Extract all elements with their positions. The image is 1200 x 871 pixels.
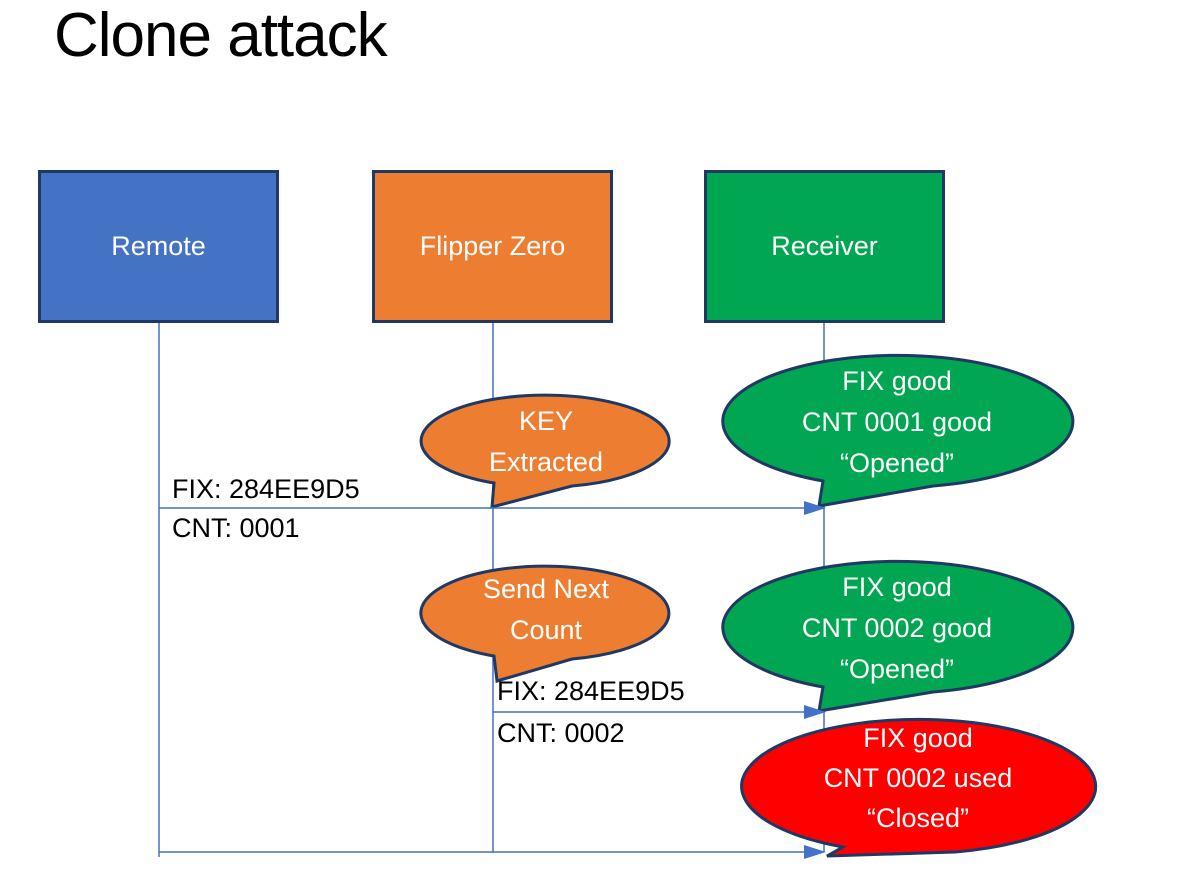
callout-cnt-0002-used-shape: [740, 717, 1098, 858]
callout-cnt-0002-used-text: FIX good CNT 0002 used “Closed”: [741, 718, 1095, 838]
callout-key-extracted-text: KEY Extracted: [422, 401, 670, 483]
actor-box-receiver: Receiver: [704, 170, 945, 323]
callout-send-next-count-text: Send Next Count: [422, 569, 670, 651]
callout-line: FIX good: [842, 572, 952, 602]
actor-label-flipper-zero: Flipper Zero: [419, 231, 566, 261]
callout-line: CNT 0002 good: [801, 613, 993, 643]
callout-line: FIX good: [842, 366, 952, 396]
callout-line: Extracted: [488, 447, 604, 477]
message-3-arrowhead-icon: [804, 845, 826, 859]
callout-cnt-0001-good-shape: [721, 353, 1075, 508]
callout-line: “Opened”: [839, 448, 955, 478]
actor-box-remote: Remote: [38, 170, 279, 323]
callout-line: “Opened”: [839, 654, 955, 684]
callout-line: CNT 0001 good: [801, 407, 993, 437]
message-1-fix-label: FIX: 284EE9D5: [172, 474, 360, 504]
message-1-arrowhead-icon: [804, 501, 826, 515]
callout-line: “Closed”: [866, 803, 970, 833]
message-1-cnt-label: CNT: 0001: [172, 513, 300, 543]
page-title: Clone attack: [54, 1, 388, 70]
message-2-cnt-label: CNT: 0002: [497, 718, 625, 748]
callout-cnt-0002-good-shape: [721, 559, 1075, 713]
callout-send-next-count-shape: [419, 564, 671, 683]
callout-key-extracted-shape: [419, 393, 671, 509]
message-2-arrowhead-icon: [804, 705, 826, 719]
callout-line: Count: [509, 615, 583, 645]
callout-cnt-0002-good-text: FIX good CNT 0002 good “Opened”: [722, 567, 1072, 690]
actor-label-receiver: Receiver: [771, 231, 878, 261]
callout-line: CNT 0002 used: [823, 763, 1013, 793]
message-2-fix-label: FIX: 284EE9D5: [497, 676, 685, 706]
callout-line: Send Next: [482, 574, 610, 604]
callout-line: FIX good: [863, 723, 973, 753]
callout-cnt-0001-good-text: FIX good CNT 0001 good “Opened”: [722, 361, 1072, 484]
actor-label-remote: Remote: [111, 231, 206, 261]
callout-line: KEY: [518, 406, 574, 436]
actor-box-flipper-zero: Flipper Zero: [372, 170, 613, 323]
